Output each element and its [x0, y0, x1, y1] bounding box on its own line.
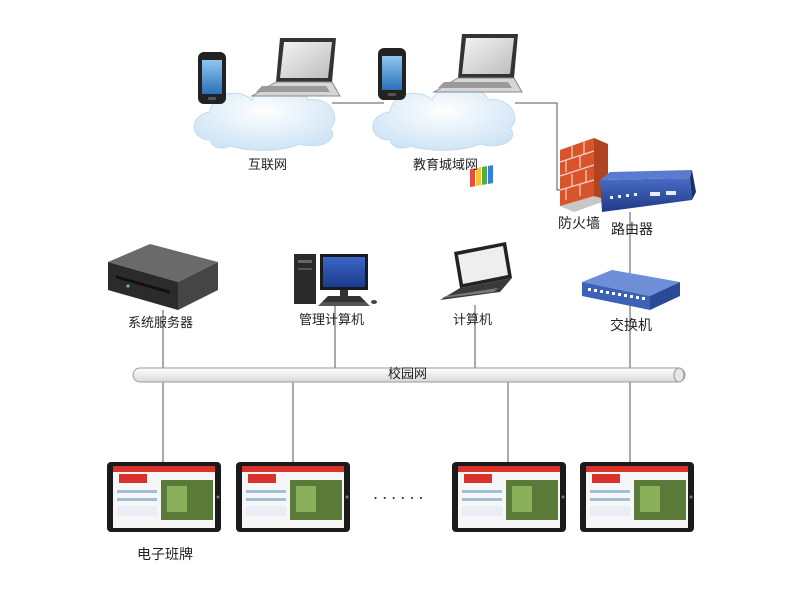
campus-network-label: 校园网 — [388, 367, 428, 382]
phone-icon — [198, 52, 226, 104]
switch-label: 交换机 — [610, 318, 652, 334]
class-boards-label: 电子班牌 — [137, 547, 193, 563]
display-board-icon — [236, 462, 350, 532]
laptop-icon — [432, 34, 523, 93]
server-label: 系统服务器 — [128, 316, 194, 331]
cloud-icon — [193, 83, 336, 151]
admin-pc-label: 管理计算机 — [299, 313, 365, 328]
desktop-computer-icon — [294, 254, 377, 306]
switch-icon — [582, 270, 680, 310]
phone-icon — [378, 48, 406, 100]
internet-label: 互联网 — [248, 158, 288, 173]
connection-lines — [162, 102, 631, 462]
display-board-icon — [107, 462, 221, 532]
ellipsis: ...... — [373, 484, 428, 503]
edu-network-cloud — [372, 34, 523, 151]
tablet-laptop-icon — [440, 165, 512, 300]
cloud-icon — [372, 83, 516, 151]
internet-cloud — [193, 38, 341, 151]
router-label: 路由器 — [611, 222, 653, 238]
firewall-label: 防火墙 — [558, 216, 600, 232]
server-icon — [108, 244, 218, 310]
firewall-icon — [559, 138, 608, 212]
edu-network-label: 教育城域网 — [413, 158, 479, 173]
laptop-icon — [250, 38, 341, 97]
display-board-icon — [452, 462, 566, 532]
campus-network-bus — [132, 367, 686, 383]
display-boards — [107, 462, 694, 532]
display-board-icon — [580, 462, 694, 532]
router-icon — [600, 170, 696, 212]
pc-label: 计算机 — [453, 313, 493, 328]
